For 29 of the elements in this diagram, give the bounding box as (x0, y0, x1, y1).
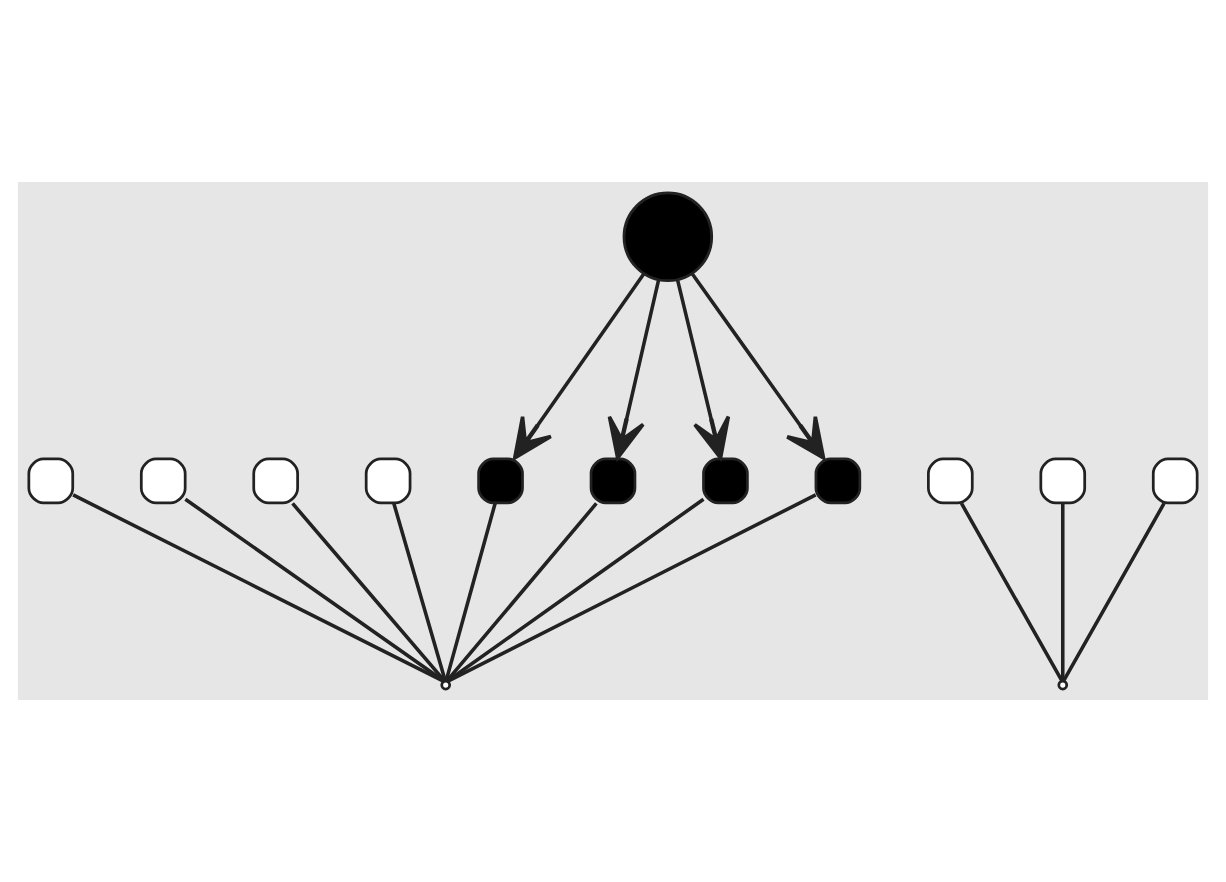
node-box (252, 457, 299, 505)
node-box (27, 457, 75, 505)
arrow (675, 279, 731, 460)
node-point (1057, 679, 1069, 691)
connector (291, 502, 446, 683)
connector (446, 497, 705, 683)
node-box (814, 457, 862, 505)
arrow (607, 279, 661, 460)
connector (444, 502, 497, 682)
node-box (139, 457, 187, 505)
connector (392, 502, 447, 682)
arrow (690, 272, 826, 460)
node-box (364, 457, 412, 505)
node-box (477, 457, 524, 505)
connector (446, 493, 817, 683)
connector (1062, 502, 1166, 682)
node-box (927, 457, 974, 505)
node-box (1151, 457, 1199, 505)
node-circle (622, 191, 714, 283)
connector (1061, 503, 1065, 681)
arrow (512, 272, 646, 460)
connector (184, 497, 445, 683)
connector (445, 502, 598, 683)
node-point (440, 679, 452, 691)
node-box (589, 457, 637, 505)
connector (72, 493, 445, 683)
connector (959, 502, 1064, 682)
node-box (1039, 457, 1087, 505)
node-box (702, 457, 749, 505)
